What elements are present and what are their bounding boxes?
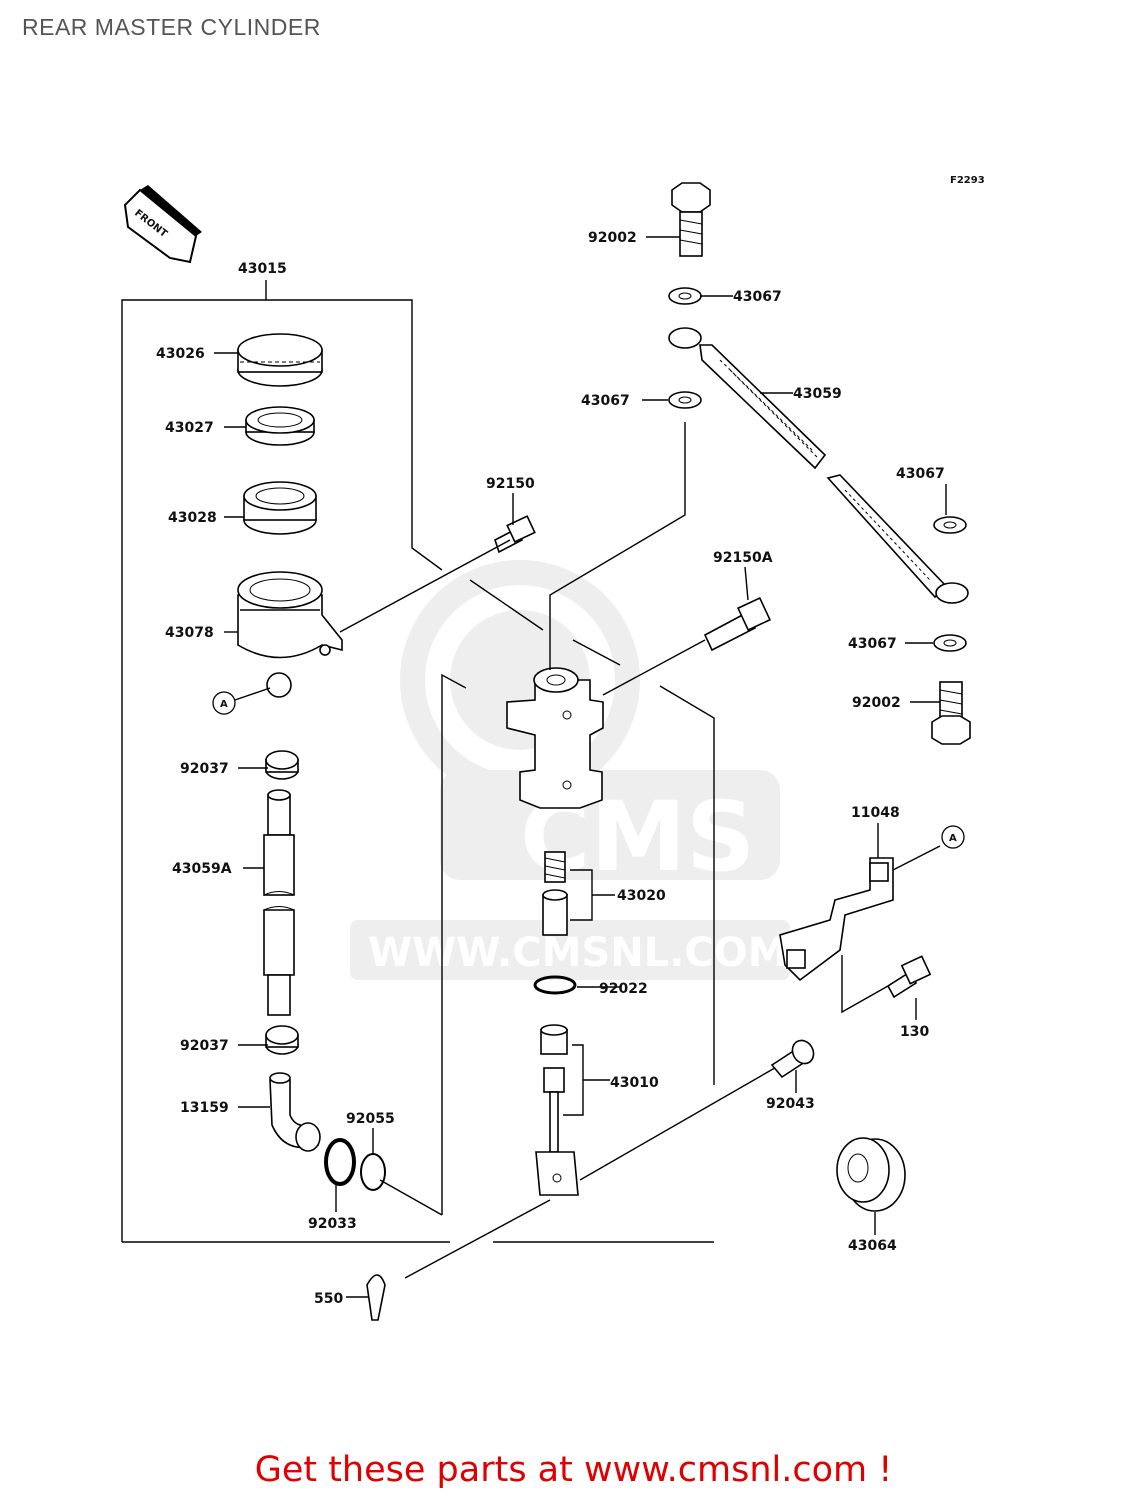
part-92037-b[interactable] bbox=[265, 1025, 299, 1055]
part-43067-d[interactable] bbox=[933, 634, 967, 652]
part-43067-b[interactable] bbox=[668, 391, 702, 409]
part-11048[interactable] bbox=[779, 857, 894, 982]
label-550: 550 bbox=[314, 1291, 343, 1307]
label-92002-b: 92002 bbox=[852, 695, 901, 711]
part-13159[interactable] bbox=[269, 1072, 321, 1152]
label-43059A: 43059A bbox=[172, 861, 232, 877]
ref-marker-a-left-text: A bbox=[220, 699, 228, 710]
label-92055: 92055 bbox=[346, 1111, 395, 1127]
ref-marker-a-right: A bbox=[941, 825, 965, 849]
part-43028[interactable] bbox=[243, 481, 317, 535]
label-43010: 43010 bbox=[610, 1075, 659, 1091]
figure-code: F2293 bbox=[950, 175, 985, 186]
part-92150[interactable] bbox=[494, 515, 536, 554]
part-43026[interactable] bbox=[237, 333, 323, 387]
part-43020[interactable] bbox=[542, 851, 568, 936]
assembly-frame-43015 bbox=[121, 280, 715, 1243]
label-13159: 13159 bbox=[180, 1100, 229, 1116]
part-43067-c[interactable] bbox=[933, 516, 967, 534]
part-43027[interactable] bbox=[245, 406, 315, 446]
label-43020: 43020 bbox=[617, 888, 666, 904]
label-43078: 43078 bbox=[165, 625, 214, 641]
part-43064[interactable] bbox=[836, 1137, 906, 1212]
watermark-url: WWW.CMSNL.COM bbox=[368, 930, 788, 976]
label-43064: 43064 bbox=[848, 1238, 897, 1254]
part-43078[interactable] bbox=[237, 571, 343, 698]
label-92037-a: 92037 bbox=[180, 761, 229, 777]
part-43059[interactable] bbox=[668, 327, 969, 604]
label-43026: 43026 bbox=[156, 346, 205, 362]
part-92055[interactable] bbox=[360, 1153, 386, 1191]
cta-link[interactable]: Get these parts at www.cmsnl.com ! bbox=[254, 1450, 893, 1490]
label-92150A: 92150A bbox=[713, 550, 773, 566]
label-43067-d: 43067 bbox=[848, 636, 897, 652]
part-92002-a[interactable] bbox=[671, 182, 711, 257]
part-92022[interactable] bbox=[533, 975, 577, 995]
label-92033: 92033 bbox=[308, 1216, 357, 1232]
page-title: REAR MASTER CYLINDER bbox=[22, 14, 321, 40]
label-43059: 43059 bbox=[793, 386, 842, 402]
ref-marker-a-left: A bbox=[212, 687, 271, 715]
part-130[interactable] bbox=[886, 955, 932, 999]
part-43059A[interactable] bbox=[263, 789, 295, 1016]
part-master-cylinder-body[interactable] bbox=[506, 667, 604, 809]
part-92037-a[interactable] bbox=[265, 750, 299, 780]
label-92150: 92150 bbox=[486, 476, 535, 492]
label-92002-a: 92002 bbox=[588, 230, 637, 246]
part-92043[interactable] bbox=[770, 1037, 818, 1079]
part-92002-b[interactable] bbox=[931, 681, 971, 745]
label-43067-a: 43067 bbox=[733, 289, 782, 305]
leader-lines bbox=[214, 236, 947, 1298]
label-43067-c: 43067 bbox=[896, 466, 945, 482]
label-43028: 43028 bbox=[168, 510, 217, 526]
front-arrow-icon: FRONT bbox=[123, 185, 202, 264]
part-92150A[interactable] bbox=[703, 596, 772, 652]
label-92022: 92022 bbox=[599, 981, 648, 997]
label-92037-b: 92037 bbox=[180, 1038, 229, 1054]
parts-diagram: CMS WWW.CMSNL.COM FRONT F2293 bbox=[121, 175, 985, 1321]
label-43067-b: 43067 bbox=[581, 393, 630, 409]
label-43027: 43027 bbox=[165, 420, 214, 436]
part-43010[interactable] bbox=[535, 1024, 579, 1196]
ref-marker-a-right-text: A bbox=[949, 833, 957, 844]
part-92033[interactable] bbox=[324, 1138, 356, 1186]
label-130: 130 bbox=[900, 1024, 929, 1040]
label-43015: 43015 bbox=[238, 261, 287, 277]
part-43067-a[interactable] bbox=[668, 287, 702, 305]
label-92043: 92043 bbox=[766, 1096, 815, 1112]
part-550[interactable] bbox=[366, 1274, 386, 1321]
label-11048: 11048 bbox=[851, 805, 900, 821]
